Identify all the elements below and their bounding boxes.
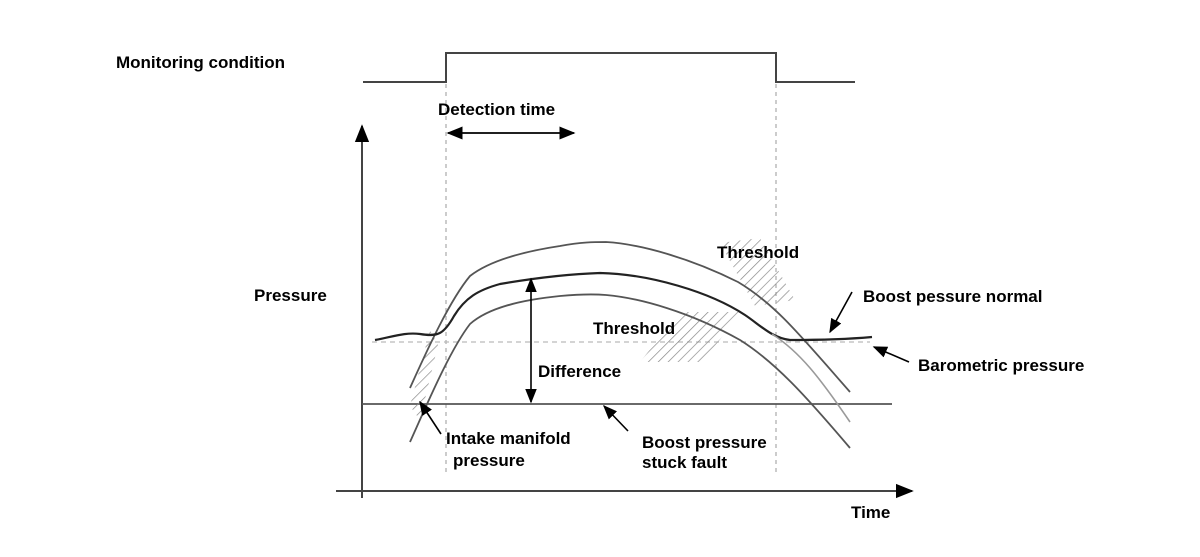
monitoring-condition-label: Monitoring condition bbox=[116, 53, 285, 72]
upper-threshold-hatch bbox=[720, 238, 795, 306]
difference-label: Difference bbox=[538, 362, 621, 381]
boost-normal-pointer bbox=[829, 291, 853, 334]
intake-manifold-label-line1: Intake manifold bbox=[446, 429, 571, 448]
boost-pressure-normal-curve bbox=[374, 271, 873, 342]
fault-pressure-curve bbox=[771, 333, 851, 423]
detection-time-label: Detection time bbox=[438, 100, 555, 119]
lower-threshold-curve bbox=[409, 293, 851, 449]
threshold-upper-label: Threshold bbox=[717, 243, 799, 262]
upper-threshold-curve bbox=[409, 241, 851, 393]
stuck-fault-label-line1: Boost pressure bbox=[642, 433, 767, 452]
boost-pressure-normal-label: Boost pessure normal bbox=[863, 287, 1043, 306]
barometric-pointer bbox=[872, 346, 910, 363]
intake-start-hatch bbox=[410, 330, 438, 420]
lower-threshold-hatch bbox=[640, 312, 742, 362]
barometric-pressure-label: Barometric pressure bbox=[918, 356, 1084, 375]
time-axis-label: Time bbox=[851, 503, 890, 522]
pressure-axis-label: Pressure bbox=[254, 286, 327, 305]
stuck-fault-pointer bbox=[603, 404, 629, 432]
threshold-lower-label: Threshold bbox=[593, 319, 675, 338]
intake-manifold-label-line2: pressure bbox=[453, 451, 525, 470]
intake-manifold-pointer bbox=[419, 400, 442, 435]
monitoring-condition-signal bbox=[363, 52, 855, 83]
stuck-fault-label-line2: stuck fault bbox=[642, 453, 727, 472]
